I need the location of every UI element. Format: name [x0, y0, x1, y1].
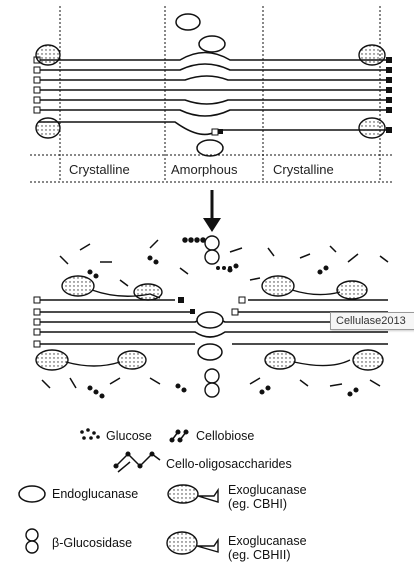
endoglucanase-bound	[197, 140, 223, 156]
released-fragments	[60, 238, 388, 286]
glucose-icon	[80, 428, 100, 440]
endoglucanase-bound	[199, 36, 225, 52]
legend-exoglucanase-cbhi-line2: (eg. CBHI)	[228, 497, 287, 511]
beta-glucosidase	[205, 236, 219, 264]
legend-beta-glucosidase: β-Glucosidase	[52, 536, 132, 550]
top-panel	[30, 6, 392, 182]
endoglucanase-free	[176, 14, 200, 30]
exoglucanase-cbhi-icon	[168, 485, 218, 503]
legend-cellobiose: Cellobiose	[196, 429, 254, 443]
region-label-amorphous: Amorphous	[171, 162, 238, 177]
legend-cello-oligosaccharides: Cello-oligosaccharides	[166, 457, 292, 471]
beta-glucosidase-icon	[26, 529, 38, 553]
cello-oligosaccharides-icon	[114, 452, 160, 472]
legend-exoglucanase-cbhii-line2: (eg. CBHII)	[228, 548, 291, 562]
exoglucanase-cbhii-icon	[167, 532, 218, 554]
endoglucanase-bound	[198, 344, 222, 360]
endoglucanase-bound	[197, 312, 223, 328]
exoglucanase-cbhi	[359, 45, 385, 138]
cellulose-chains	[38, 53, 388, 135]
down-arrow-icon	[203, 190, 221, 232]
cellobiose-icon	[170, 430, 188, 442]
legend-endoglucanase: Endoglucanase	[52, 487, 138, 501]
endoglucanase-icon	[19, 486, 45, 502]
exoglucanase-cbhii	[62, 276, 162, 300]
legend-exoglucanase-cbhi-line1: Exoglucanase	[228, 483, 307, 497]
beta-glucosidase	[205, 369, 219, 397]
legend-exoglucanase-cbhii-line1: Exoglucanase	[228, 534, 307, 548]
region-label-crystalline: Crystalline	[69, 162, 130, 177]
exoglucanase-cbhi	[262, 276, 367, 299]
exoglucanase-cbhi	[265, 350, 383, 370]
legend: Glucose Cellobiose Cello-oligosaccharide…	[19, 428, 307, 562]
region-label-crystalline-2: Crystalline	[273, 162, 334, 177]
exoglucanase-cbhii	[36, 350, 146, 370]
image-tooltip: Cellulase2013	[330, 312, 414, 330]
legend-glucose: Glucose	[106, 429, 152, 443]
